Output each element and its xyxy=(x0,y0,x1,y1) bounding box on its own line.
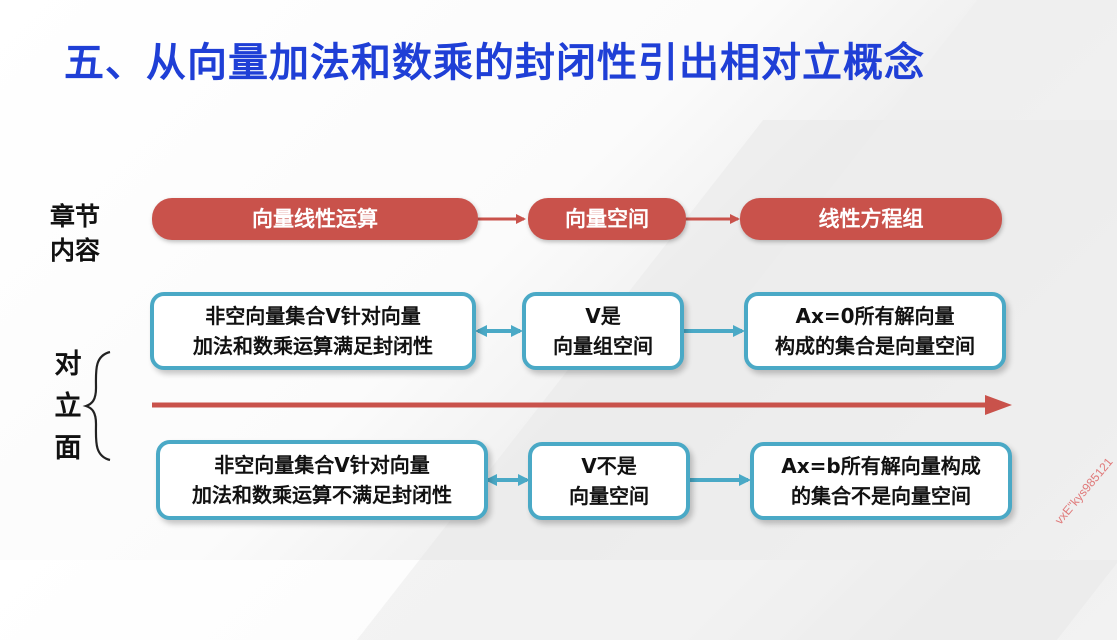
not-vector-space-box: V不是 向量空间 xyxy=(528,442,690,520)
opposite-label: 对 立 面 xyxy=(54,349,82,464)
box-text: V不是 向量空间 xyxy=(569,454,649,508)
box-text: 非空向量集合V针对向量 加法和数乘运算满足封闭性 xyxy=(193,304,433,358)
is-vector-space-box: V是 向量组空间 xyxy=(522,292,684,370)
connector-layer xyxy=(82,214,1012,486)
chapter-pill-vector-ops: 向量线性运算 xyxy=(152,198,478,240)
box-text: 非空向量集合V针对向量 加法和数乘运算不满足封闭性 xyxy=(192,453,452,507)
homogeneous-solution-box: Ax=0所有解向量 构成的集合是向量空间 xyxy=(744,292,1006,370)
box-text: Ax=0所有解向量 构成的集合是向量空间 xyxy=(775,304,975,358)
chapter-content-label: 章节 内容 xyxy=(50,202,101,265)
chapter-pill-linear-equations: 线性方程组 xyxy=(740,198,1002,240)
chapter-pill-vector-space: 向量空间 xyxy=(528,198,686,240)
closure-not-satisfied-box: 非空向量集合V针对向量 加法和数乘运算不满足封闭性 xyxy=(156,440,488,520)
closure-satisfied-box: 非空向量集合V针对向量 加法和数乘运算满足封闭性 xyxy=(150,292,476,370)
box-text: Ax=b所有解向量构成 的集合不是向量空间 xyxy=(781,454,981,508)
main-arrow-head xyxy=(985,395,1012,415)
slide-title: 五、从向量加法和数乘的封闭性引出相对立概念 xyxy=(64,40,925,86)
nonhomogeneous-solution-box: Ax=b所有解向量构成 的集合不是向量空间 xyxy=(750,442,1012,520)
curly-brace xyxy=(82,350,111,462)
box-text: V是 向量组空间 xyxy=(553,304,653,358)
